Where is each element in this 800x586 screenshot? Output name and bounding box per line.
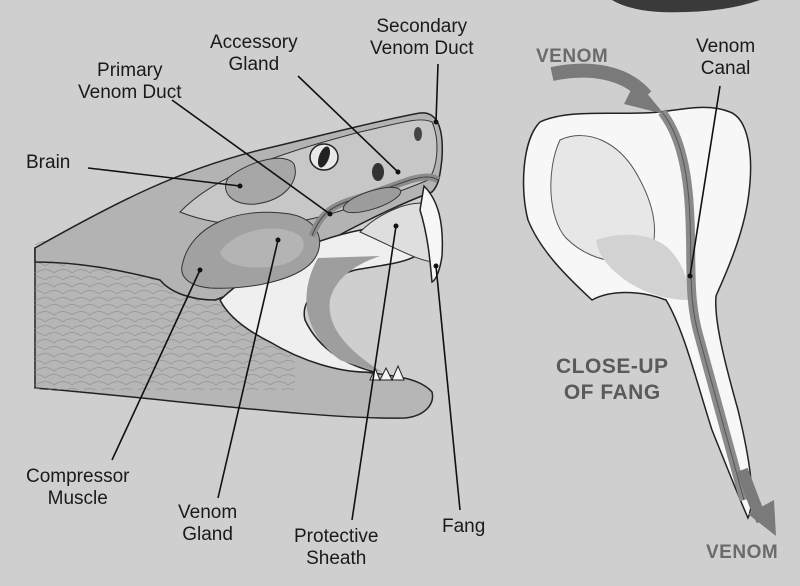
snake-head xyxy=(35,113,442,418)
venom-out-label: VENOM xyxy=(706,542,778,564)
label-fang: Fang xyxy=(442,516,485,538)
label-primary-venom-duct: Primary Venom Duct xyxy=(78,60,182,104)
label-venom-canal: Venom Canal xyxy=(696,36,755,80)
closeup-title: CLOSE-UP OF FANG xyxy=(556,354,669,406)
label-venom-gland: Venom Gland xyxy=(178,502,237,546)
leader-secondary-duct xyxy=(436,64,438,122)
label-brain: Brain xyxy=(26,152,70,174)
label-compressor-muscle: Compressor Muscle xyxy=(26,466,129,510)
label-protective-sheath: Protective Sheath xyxy=(294,526,378,570)
leader-fang xyxy=(436,266,460,510)
venom-in-label: VENOM xyxy=(536,46,608,68)
label-secondary-venom-duct: Secondary Venom Duct xyxy=(370,16,474,60)
label-accessory-gland: Accessory Gland xyxy=(210,32,298,76)
corner-shade xyxy=(612,0,760,12)
fang-closeup xyxy=(524,71,776,536)
